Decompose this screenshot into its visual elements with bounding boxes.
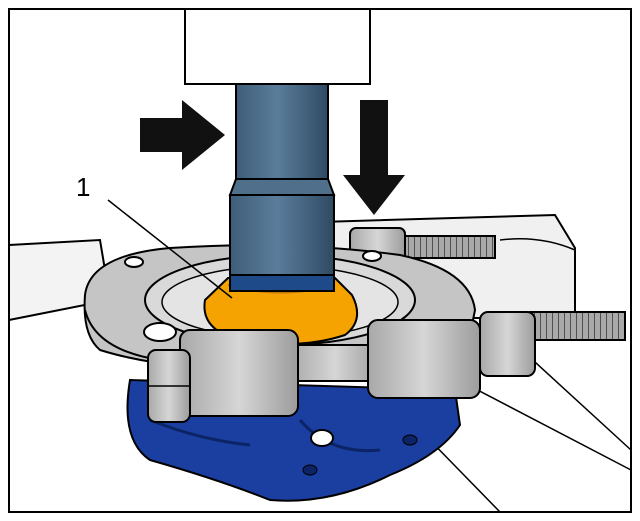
- callout-leader-line: [107, 199, 233, 299]
- callout-label-1: 1: [76, 172, 90, 202]
- front-threaded-rod: [147, 311, 626, 423]
- arrow-right-icon: [140, 100, 225, 170]
- press-ram: [184, 8, 371, 292]
- arrow-down-icon: [343, 100, 405, 215]
